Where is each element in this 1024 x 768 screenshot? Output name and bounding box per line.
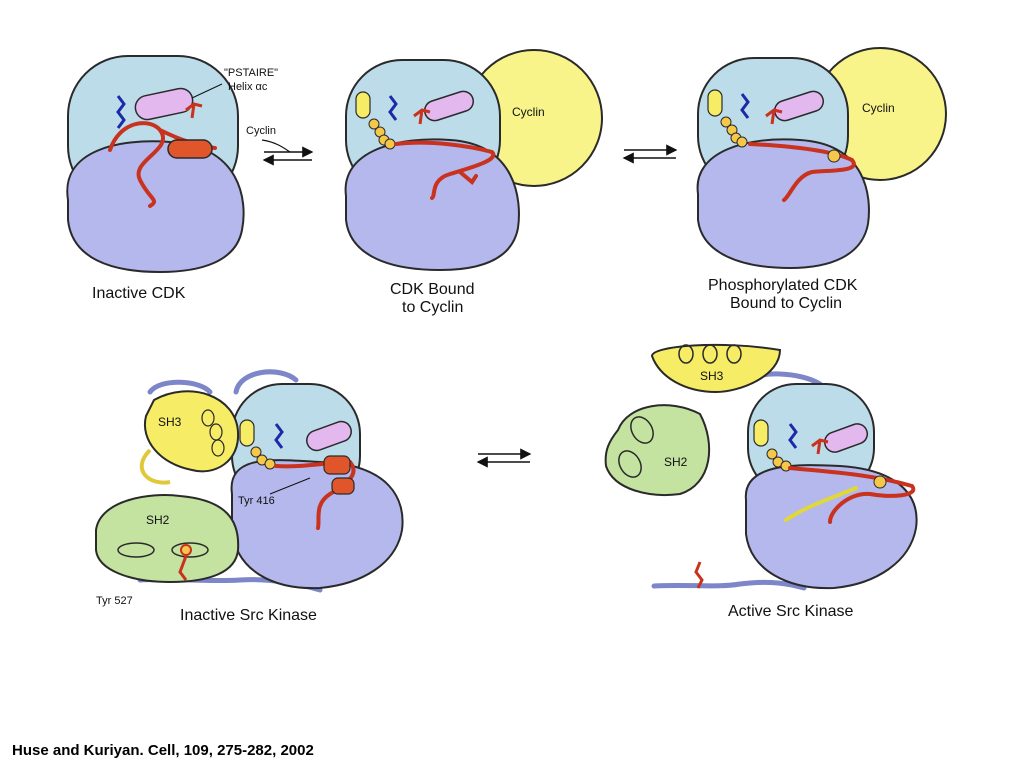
- activation-loop: [788, 466, 916, 524]
- phos-cdk-caption-line1: Phosphorylated CDK: [708, 277, 858, 294]
- hinge-beads: [250, 446, 276, 470]
- phosphorylated-cdk-panel: Cyclin Phosphorylated CDK Bound to Cycli…: [696, 47, 947, 312]
- sh3-domain: [143, 390, 240, 473]
- yellow-helix: [239, 419, 255, 447]
- equilibrium-arrow-2: [622, 144, 678, 164]
- tyr527-phosphate-icon: [180, 544, 192, 556]
- sh2-pocket: [630, 416, 654, 444]
- yellow-helix: [355, 91, 371, 119]
- phos-cdk-caption-line2: Bound to Cyclin: [730, 295, 842, 312]
- red-side-chain-icon: [185, 102, 203, 119]
- inactive-cdk-panel: "PSTAIRE" Helix αc Inactive CDK: [66, 55, 278, 302]
- helix-label-line1: "PSTAIRE": [224, 67, 278, 79]
- loop-helix: [323, 455, 351, 475]
- beta-strand-icon: [788, 423, 798, 449]
- hinge-beads: [720, 116, 748, 148]
- active-src-panel: SH3 SH2 Active Src Kinase: [604, 343, 918, 620]
- yellow-helix: [753, 419, 769, 447]
- red-side-chain-icon: [413, 108, 431, 125]
- sh3-label: SH3: [700, 369, 724, 383]
- beta-strand-icon: [388, 95, 398, 121]
- sh3-rings: [678, 344, 742, 364]
- sh2-domain: [95, 494, 240, 584]
- pstaire-helix: [773, 90, 825, 122]
- cyclin-label: Cyclin: [862, 101, 895, 115]
- tyr527-tail: [694, 561, 704, 589]
- cdk-bound-panel: Cyclin CDK Bound to Cyclin: [344, 49, 603, 316]
- alpha-c-helix: [823, 423, 869, 453]
- sh3-rings: [201, 409, 225, 457]
- tyr416-pointer: [269, 477, 311, 495]
- active-src-caption: Active Src Kinase: [728, 603, 853, 620]
- yellow-helix: [707, 89, 723, 117]
- sh2-label: SH2: [664, 455, 688, 469]
- inactive-cdk-caption: Inactive CDK: [92, 285, 186, 302]
- phosphate-icon: [873, 475, 887, 489]
- sh2-pocket: [171, 542, 209, 558]
- helix-pointer: [191, 83, 223, 99]
- inactive-src-panel: SH3 SH2 Tyr 416 Tyr 527 Inactive Src Kin…: [95, 369, 404, 624]
- beta-strand-icon: [274, 423, 284, 449]
- cyclin-arrow-label: Cyclin: [246, 125, 276, 137]
- inactive-src-caption: Inactive Src Kinase: [180, 607, 317, 624]
- phosphate-icon: [827, 149, 841, 163]
- c-lobe: [744, 464, 918, 590]
- alpha-c-helix: [306, 420, 352, 452]
- yellow-strand: [784, 486, 858, 522]
- tyr416-label: Tyr 416: [238, 495, 275, 507]
- equilibrium-arrow-3: [476, 448, 532, 468]
- cdk-bound-caption-line2: to Cyclin: [402, 299, 463, 316]
- helix-cylinder: [167, 139, 213, 159]
- sh3-domain: [650, 343, 782, 394]
- beta-strand-icon: [740, 93, 750, 119]
- helix-label-line2: Helix αc: [228, 81, 268, 93]
- pstaire-helix: [423, 90, 475, 122]
- sh2-pocket: [117, 542, 155, 558]
- cyclin-entry-curve: [261, 139, 291, 153]
- cyclin-label: Cyclin: [512, 105, 545, 119]
- red-side-chain-icon: [811, 438, 829, 455]
- sh3-sh2-linker: [139, 448, 171, 485]
- sh2-pocket: [618, 450, 642, 478]
- hinge-beads: [368, 118, 396, 150]
- tyr527-label: Tyr 527: [96, 595, 133, 607]
- tyr527-tail: [178, 555, 188, 581]
- citation: Huse and Kuriyan. Cell, 109, 275-282, 20…: [12, 742, 314, 759]
- sh2-label: SH2: [146, 513, 170, 527]
- cdk-bound-caption-line1: CDK Bound: [390, 281, 475, 298]
- activation-loop: [394, 140, 496, 200]
- beta-strand-icon: [116, 95, 126, 129]
- c-lobe: [66, 140, 245, 274]
- sh3-label: SH3: [158, 415, 182, 429]
- loop-helix: [331, 477, 355, 495]
- activation-loop: [748, 142, 856, 202]
- red-side-chain-icon: [765, 108, 783, 125]
- sh2-domain: [604, 404, 711, 496]
- equilibrium-arrow-1: Cyclin: [246, 125, 314, 166]
